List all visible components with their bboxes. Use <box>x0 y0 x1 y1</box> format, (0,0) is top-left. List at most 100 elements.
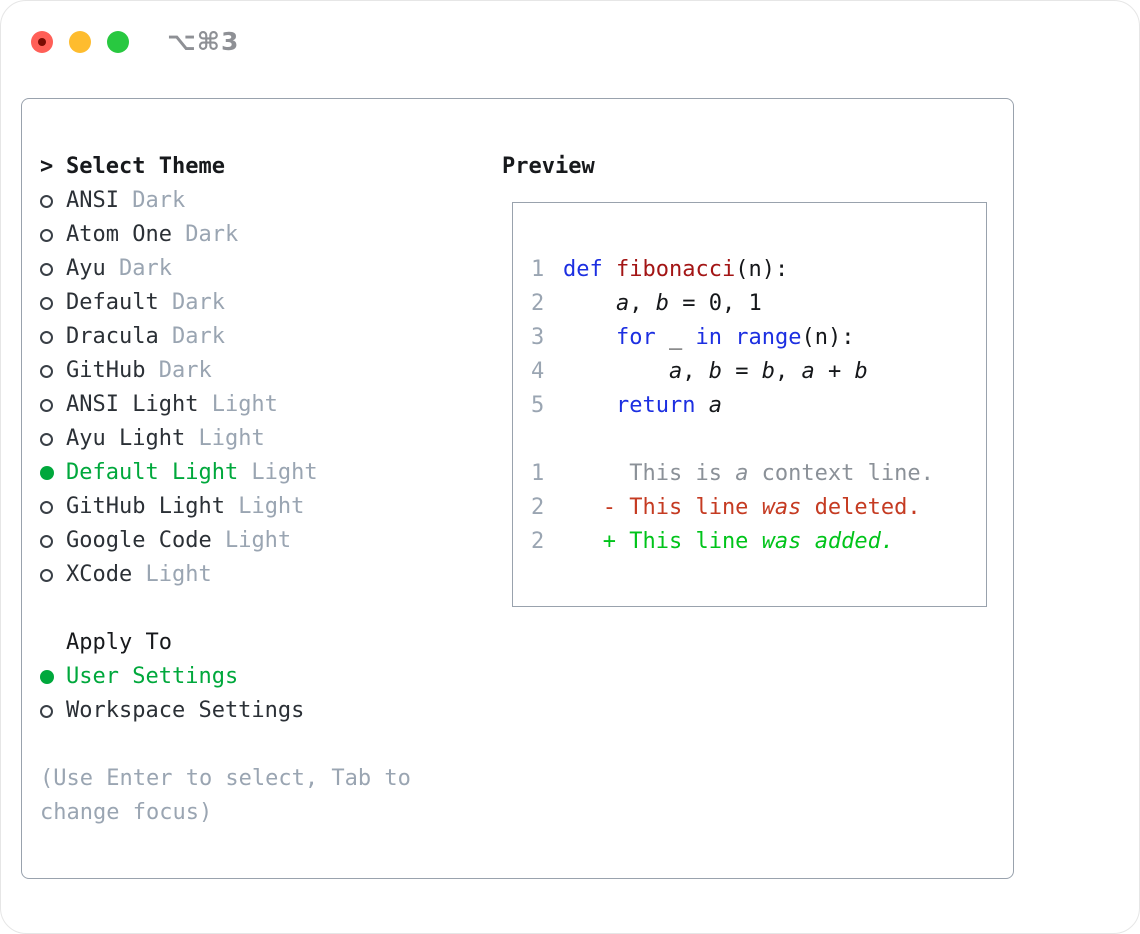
select-theme-title: Select Theme <box>66 154 225 179</box>
line-number: 2 <box>531 529 545 554</box>
option-label: Ayu Light <box>66 426 186 451</box>
option-label: Dracula <box>66 324 159 349</box>
option-label: Default <box>66 290 159 315</box>
code-text: This is a context line. <box>563 461 934 486</box>
option-label: Atom One <box>66 222 172 247</box>
variant-tag: Light <box>132 562 212 587</box>
theme-item-ayu[interactable]: Ayu Dark <box>40 252 411 286</box>
radio-icon <box>40 194 66 208</box>
code-line-5: 5 return a <box>531 389 934 423</box>
code-line-6 <box>531 423 934 457</box>
window-title: ⌥⌘3 <box>167 27 240 56</box>
apply-option-workspace-settings[interactable]: Workspace Settings <box>40 694 411 728</box>
code-text: + This line was added. <box>563 529 895 554</box>
cursor-arrow-icon: > <box>40 154 54 179</box>
option-label: User Settings <box>66 664 239 689</box>
help-text-line-1: (Use Enter to select, Tab to <box>40 766 411 791</box>
radio-selected-icon <box>40 466 66 480</box>
help-text-line-2: change focus) <box>40 800 213 825</box>
theme-item-default[interactable]: Default Dark <box>40 286 411 320</box>
radio-icon <box>40 500 66 514</box>
theme-item-xcode[interactable]: XCode Light <box>40 558 411 592</box>
option-label: Google Code <box>66 528 212 553</box>
variant-tag: Dark <box>145 358 212 383</box>
code-line-2: 2 a, b = 0, 1 <box>531 287 934 321</box>
line-number: 4 <box>531 359 545 384</box>
code-text: return a <box>615 393 722 418</box>
radio-icon <box>40 262 66 276</box>
line-number: 1 <box>531 461 545 486</box>
apply-to-header: Apply To <box>40 626 411 660</box>
titlebar: ⌥⌘3 <box>31 27 239 56</box>
variant-tag: Dark <box>105 256 172 281</box>
radio-selected-icon <box>40 670 66 684</box>
variant-tag: Dark <box>158 324 225 349</box>
code-line-9: 2 + This line was added. <box>531 525 934 559</box>
variant-tag: Dark <box>171 222 239 247</box>
apply-to-title: Apply To <box>66 630 172 655</box>
radio-icon <box>40 432 66 446</box>
theme-item-dracula[interactable]: Dracula Dark <box>40 320 411 354</box>
line-number: 2 <box>531 495 545 520</box>
spacer <box>40 728 411 762</box>
variant-tag: Dark <box>158 290 225 315</box>
variant-tag: Light <box>238 460 318 485</box>
variant-tag: Light <box>185 426 265 451</box>
zoom-button-icon[interactable] <box>107 30 129 53</box>
variant-tag: Dark <box>118 188 186 213</box>
option-label: XCode <box>66 562 133 587</box>
radio-icon <box>40 228 66 242</box>
option-label: ANSI <box>66 188 119 213</box>
line-number: 2 <box>531 291 545 316</box>
line-number: 5 <box>531 393 545 418</box>
code-line-1: 1 def fibonacci(n): <box>531 253 934 287</box>
radio-icon <box>40 296 66 310</box>
apply-option-user-settings[interactable]: User Settings <box>40 660 411 694</box>
code-line-8: 2 - This line was deleted. <box>531 491 934 525</box>
variant-tag: Light <box>198 392 278 417</box>
theme-item-atom-one[interactable]: Atom One Dark <box>40 218 411 252</box>
code-text: def fibonacci(n): <box>563 257 789 282</box>
variant-tag: Light <box>211 528 292 553</box>
option-label: Ayu <box>66 256 106 281</box>
variant-tag: Light <box>224 494 305 519</box>
radio-icon <box>40 534 66 548</box>
theme-item-default-light[interactable]: Default Light Light <box>40 456 411 490</box>
code-line-4: 4 a, b = b, a + b <box>531 355 934 389</box>
option-label: ANSI Light <box>66 392 199 417</box>
code-text: for _ in range(n): <box>615 325 855 350</box>
radio-icon <box>40 568 66 582</box>
code-text: a, b = 0, 1 <box>615 291 762 316</box>
spacer <box>40 592 411 626</box>
theme-item-ayu-light[interactable]: Ayu Light Light <box>40 422 411 456</box>
theme-item-ansi[interactable]: ANSI Dark <box>40 184 411 218</box>
line-number: 3 <box>531 325 545 350</box>
option-label: GitHub Light <box>66 494 225 519</box>
close-button-icon[interactable] <box>31 30 53 53</box>
theme-item-ansi-light[interactable]: ANSI Light Light <box>40 388 411 422</box>
option-label: Default Light <box>66 460 239 485</box>
preview-header: Preview <box>502 154 595 179</box>
select-theme-header: > Select Theme <box>40 150 411 184</box>
code-text: a, b = b, a + b <box>668 359 868 384</box>
radio-icon <box>40 330 66 344</box>
code-line-3: 3 for _ in range(n): <box>531 321 934 355</box>
radio-icon <box>40 398 66 412</box>
line-number: 1 <box>531 257 545 282</box>
code-line-7: 1 This is a context line. <box>531 457 934 491</box>
option-label: Workspace Settings <box>66 698 305 723</box>
option-label: GitHub <box>66 358 146 383</box>
theme-item-github-light[interactable]: GitHub Light Light <box>40 490 411 524</box>
radio-icon <box>40 704 66 718</box>
radio-icon <box>40 364 66 378</box>
theme-item-github[interactable]: GitHub Dark <box>40 354 411 388</box>
minimize-button-icon[interactable] <box>69 30 91 53</box>
theme-item-google-code[interactable]: Google Code Light <box>40 524 411 558</box>
